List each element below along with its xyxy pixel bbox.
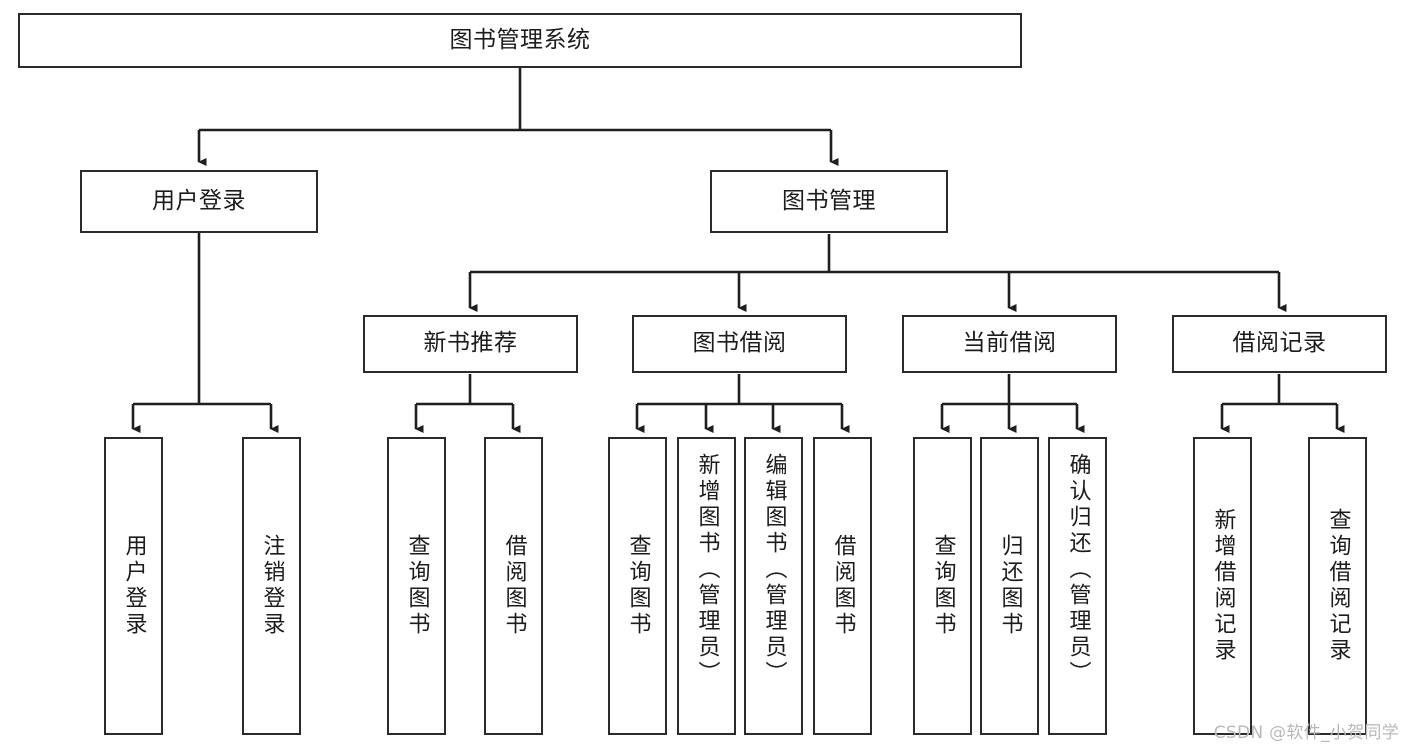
node-label: 用户登录 [121, 534, 147, 638]
node-label: 新增借阅记录 [1210, 508, 1236, 664]
leaf-query-borrow-record[interactable]: 查询借阅记录 [1308, 437, 1367, 735]
node-book-borrow[interactable]: 图书借阅 [632, 315, 847, 373]
leaf-query-book-current[interactable]: 查询图书 [913, 437, 972, 735]
node-label: 新增图书（管理员） [694, 453, 720, 687]
node-label: 图书管理系统 [449, 26, 591, 53]
leaf-query-book-borrow[interactable]: 查询图书 [608, 437, 667, 735]
node-label: 注销登录 [259, 534, 285, 638]
node-label: 用户登录 [152, 187, 246, 214]
node-label: 确认归还（管理员） [1065, 453, 1091, 687]
node-label: 编辑图书（管理员） [761, 453, 787, 687]
node-label: 查询图书 [404, 534, 430, 638]
node-book-management[interactable]: 图书管理 [710, 170, 948, 233]
node-label: 借阅图书 [501, 534, 527, 638]
leaf-borrow-book[interactable]: 借阅图书 [813, 437, 872, 735]
leaf-logout-login[interactable]: 注销登录 [242, 437, 301, 735]
node-label: 图书借阅 [692, 330, 787, 357]
node-label: 查询图书 [930, 534, 956, 638]
leaf-user-login[interactable]: 用户登录 [104, 437, 163, 735]
node-current-borrow[interactable]: 当前借阅 [902, 315, 1117, 373]
leaf-add-book-admin[interactable]: 新增图书（管理员） [677, 437, 736, 735]
node-label: 图书管理 [782, 187, 876, 214]
leaf-return-book[interactable]: 归还图书 [980, 437, 1039, 735]
node-user-login[interactable]: 用户登录 [80, 170, 318, 233]
node-borrow-record[interactable]: 借阅记录 [1172, 315, 1387, 373]
node-label: 归还图书 [997, 534, 1023, 638]
node-new-book-recommend[interactable]: 新书推荐 [363, 315, 578, 373]
leaf-query-book-recommend[interactable]: 查询图书 [387, 437, 446, 735]
node-label: 借阅记录 [1232, 330, 1327, 357]
node-label: 查询图书 [625, 534, 651, 638]
node-label: 查询借阅记录 [1325, 508, 1351, 664]
leaf-add-borrow-record[interactable]: 新增借阅记录 [1193, 437, 1252, 735]
csdn-watermark: CSDN @软件_小贺同学 [1213, 723, 1399, 743]
node-label: 新书推荐 [423, 330, 518, 357]
leaf-edit-book-admin[interactable]: 编辑图书（管理员） [744, 437, 803, 735]
node-label: 借阅图书 [830, 534, 856, 638]
node-root-book-management-system[interactable]: 图书管理系统 [18, 13, 1022, 68]
leaf-borrow-book-recommend[interactable]: 借阅图书 [484, 437, 543, 735]
leaf-confirm-return-admin[interactable]: 确认归还（管理员） [1048, 437, 1107, 735]
node-label: 当前借阅 [962, 330, 1057, 357]
